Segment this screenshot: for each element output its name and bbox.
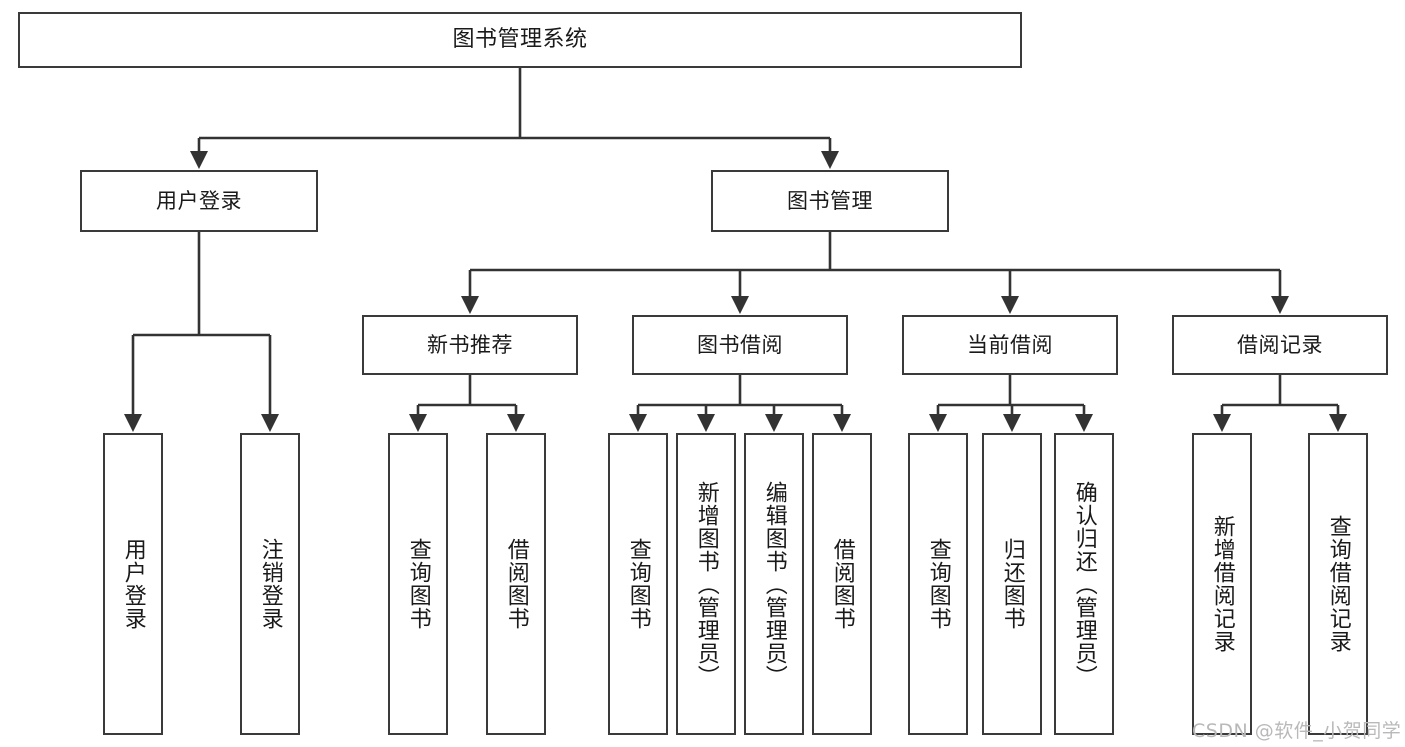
node-root[interactable]: 图书管理系统 [18, 12, 1022, 68]
node-leaf-borrow-add[interactable]: 新增图书（管理员） [676, 433, 736, 735]
csdn-watermark: CSDN @软件_小贺同学 [1192, 720, 1402, 742]
node-leaf-loan-confirm-label: 确认归还（管理员） [1071, 480, 1097, 688]
node-new-book-rec-label: 新书推荐 [427, 332, 513, 357]
node-user-login-label: 用户登录 [156, 188, 242, 213]
node-book-borrow-label: 图书借阅 [697, 332, 783, 357]
node-leaf-rec-borrow-label: 借阅图书 [503, 538, 529, 630]
node-book-borrow[interactable]: 图书借阅 [632, 315, 848, 375]
node-book-manage-label: 图书管理 [787, 188, 873, 213]
node-leaf-user-login[interactable]: 用户登录 [103, 433, 163, 735]
node-leaf-loan-return[interactable]: 归还图书 [982, 433, 1042, 735]
node-leaf-borrow-query[interactable]: 查询图书 [608, 433, 668, 735]
node-leaf-loan-query[interactable]: 查询图书 [908, 433, 968, 735]
node-current-loan[interactable]: 当前借阅 [902, 315, 1118, 375]
node-leaf-user-logout[interactable]: 注销登录 [240, 433, 300, 735]
node-user-login[interactable]: 用户登录 [80, 170, 318, 232]
node-leaf-borrow-add-label: 新增图书（管理员） [693, 480, 719, 688]
node-leaf-user-logout-label: 注销登录 [257, 538, 283, 630]
node-book-manage[interactable]: 图书管理 [711, 170, 949, 232]
node-leaf-user-login-label: 用户登录 [120, 538, 146, 630]
node-new-book-rec[interactable]: 新书推荐 [362, 315, 578, 375]
node-leaf-loan-confirm[interactable]: 确认归还（管理员） [1054, 433, 1114, 735]
node-leaf-record-query[interactable]: 查询借阅记录 [1308, 433, 1368, 735]
node-leaf-loan-return-label: 归还图书 [999, 538, 1025, 630]
node-leaf-rec-borrow[interactable]: 借阅图书 [486, 433, 546, 735]
node-leaf-rec-query-label: 查询图书 [405, 538, 431, 630]
node-loan-record-label: 借阅记录 [1237, 332, 1323, 357]
node-leaf-borrow-borrow-label: 借阅图书 [829, 538, 855, 630]
node-leaf-record-add-label: 新增借阅记录 [1209, 515, 1235, 653]
node-current-loan-label: 当前借阅 [967, 332, 1053, 357]
node-leaf-borrow-edit[interactable]: 编辑图书（管理员） [744, 433, 804, 735]
node-leaf-loan-query-label: 查询图书 [925, 538, 951, 630]
node-leaf-borrow-query-label: 查询图书 [625, 538, 651, 630]
node-leaf-record-add[interactable]: 新增借阅记录 [1192, 433, 1252, 735]
node-leaf-borrow-edit-label: 编辑图书（管理员） [761, 480, 787, 688]
node-leaf-borrow-borrow[interactable]: 借阅图书 [812, 433, 872, 735]
node-leaf-record-query-label: 查询借阅记录 [1325, 515, 1351, 653]
node-leaf-rec-query[interactable]: 查询图书 [388, 433, 448, 735]
node-root-label: 图书管理系统 [452, 27, 588, 53]
node-loan-record[interactable]: 借阅记录 [1172, 315, 1388, 375]
